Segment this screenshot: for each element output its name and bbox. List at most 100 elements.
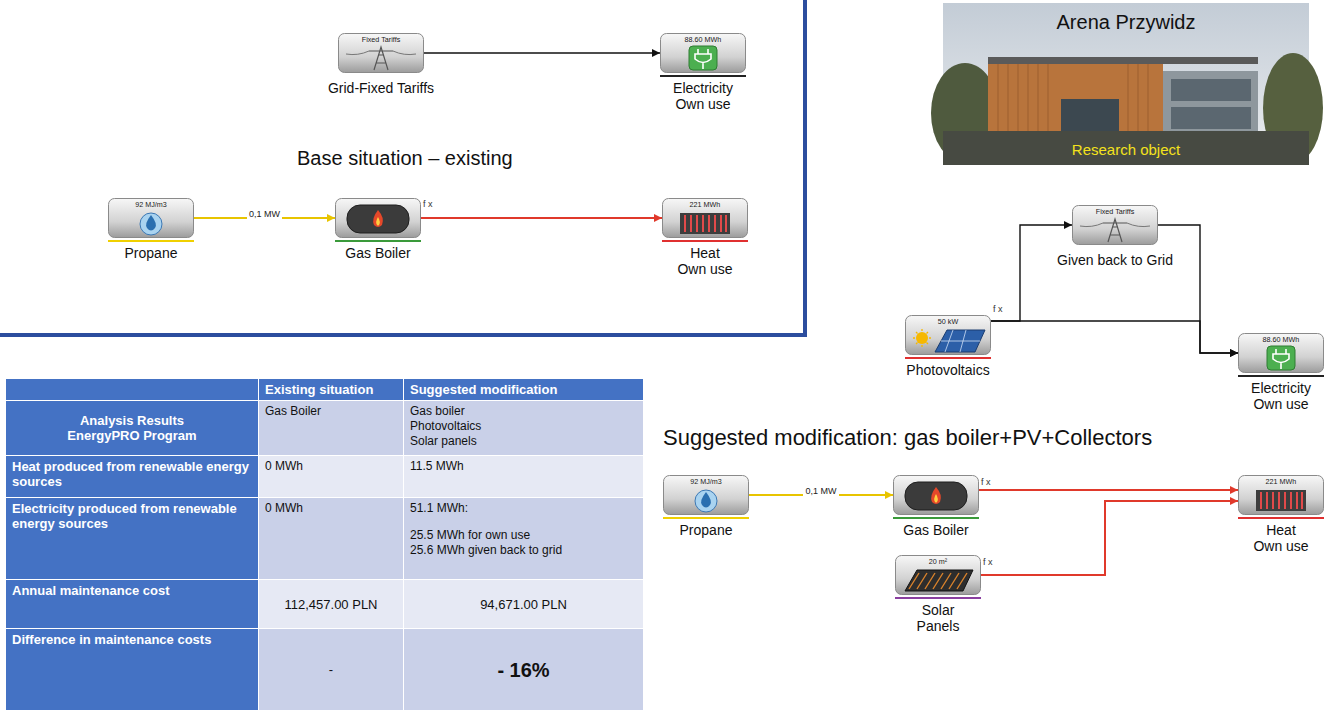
table-cell-text: Electricity produced from renewable ener… [12, 501, 252, 531]
table-cell-text: 0 MWh [265, 501, 397, 516]
connector [424, 52, 660, 53]
icon-value: 221 MWh [662, 198, 748, 210]
node-label: Propane [651, 522, 761, 538]
label-slot: Given back to Grid [1030, 252, 1200, 268]
icon-value: 92 MJ/m3 [108, 198, 194, 210]
label-slot: Solar Panels [912, 602, 964, 634]
table-cell-text: 11.5 MWh [410, 459, 637, 474]
label-slot: Gas Boiler [881, 522, 991, 538]
table-cell-text: 0 MWh [265, 459, 397, 474]
table-row: Existing situation Suggested modification [6, 379, 644, 401]
edge-label-slot: 0,1 MW [781, 480, 861, 498]
label-slot: Propane [651, 522, 761, 538]
row-head-cell: Annual maintenance cost [6, 580, 259, 629]
label-slot: f x [993, 304, 1003, 315]
value-cell: 0 MWh [259, 456, 404, 498]
value-cell: Gas Boiler [259, 401, 404, 456]
grid-icon [1073, 206, 1158, 245]
connector [981, 501, 1238, 575]
icon-box: Fixed TariffsGrid-Fixed Tariffs [338, 33, 424, 73]
label-slot: Heat Own use [1252, 522, 1310, 554]
icon-value: Fixed Tariffs [338, 33, 424, 45]
table-cell-text: - 16% [410, 658, 637, 682]
connector [421, 217, 662, 219]
row-head-cell: Difference in maintenance costs [6, 629, 259, 711]
section-title: Base situation – existing [297, 146, 513, 170]
label-slot: Photovoltaics [888, 362, 1008, 378]
table-cell-text: EnergyPRO Program [12, 428, 252, 443]
table-body: Existing situation Suggested modification… [6, 379, 644, 711]
node-label: Heat Own use [676, 245, 734, 277]
frame-line [803, 0, 807, 337]
pv-icon [905, 316, 991, 360]
label-slot: Base situation – existing [297, 146, 513, 170]
value-cell: - [259, 629, 404, 711]
table-cell-text: Solar panels [410, 434, 637, 449]
icon-value: 20 m² [895, 555, 981, 567]
node-label: Photovoltaics [888, 362, 1008, 378]
connector [1158, 225, 1238, 353]
value-cell: - 16% [404, 629, 644, 711]
electricity-icon [1238, 334, 1324, 378]
header-cell [6, 379, 259, 401]
function-mark: f x [981, 477, 991, 488]
connector [991, 225, 1072, 321]
table-cell-text: 94,671.00 PLN [410, 597, 637, 612]
node-label: Electricity Own use [1242, 380, 1320, 412]
photo-frame: Arena PrzywidzResearch object [943, 3, 1309, 165]
icon-box: 221 MWhHeat Own use [1238, 475, 1324, 515]
icon-value: 88.60 MWh [1238, 333, 1324, 345]
icon-value: 92 MJ/m3 [663, 475, 749, 487]
table-cell-text: Gas boiler [410, 404, 637, 419]
function-mark: f x [993, 304, 1003, 315]
connector [979, 489, 1238, 491]
caption-slot: Research object [943, 141, 1309, 159]
icon-box: 221 MWhHeat Own use [662, 198, 748, 238]
table-cell-text: 25.6 MWh given back to grid [410, 543, 637, 558]
label-slot: f x [423, 199, 433, 210]
icon-box: 88.60 MWhElectricity Own use [1238, 333, 1324, 373]
icon-box: 88.60 MWhElectricity Own use [660, 33, 746, 73]
photo-title: Arena Przywidz [943, 10, 1309, 34]
table-cell-text: Heat produced from renewable energy sour… [12, 459, 252, 489]
value-cell: 112,457.00 PLN [259, 580, 404, 629]
value-cell: Gas boilerPhotovoltaicsSolar panels [404, 401, 644, 456]
photo-caption: Research object [943, 141, 1309, 159]
table-cell-text: 25.5 MWh for own use [410, 528, 637, 543]
node-label: Gas Boiler [323, 245, 433, 261]
icon-box: 20 m²Solar Panels [895, 555, 981, 595]
value-cell: 94,671.00 PLN [404, 580, 644, 629]
heat-icon [1238, 476, 1324, 520]
table-cell-text: Analysis Results [12, 413, 252, 428]
grid-icon [339, 34, 424, 73]
table-cell-text: Suggested modification [410, 382, 637, 397]
icon-value: 221 MWh [1238, 475, 1324, 487]
label-slot: f x [981, 477, 991, 488]
label-slot: Gas Boiler [323, 245, 433, 261]
table-cell-text: Difference in maintenance costs [12, 632, 252, 647]
label-slot: Electricity Own use [664, 80, 742, 112]
icon-box: 50 kWPhotovoltaics [905, 315, 991, 355]
frame-line [0, 333, 807, 337]
function-mark: f x [983, 557, 993, 568]
table-cell-text: Existing situation [265, 382, 397, 397]
table-row: Electricity produced from renewable ener… [6, 498, 644, 580]
edge-label: 0,1 MW [803, 486, 838, 497]
electricity-icon [660, 34, 746, 78]
node-label: Propane [96, 245, 206, 261]
boiler-icon [335, 199, 421, 243]
table-cell-text: Photovoltaics [410, 419, 637, 434]
table-row: Difference in maintenance costs-- 16% [6, 629, 644, 711]
building-photo [931, 3, 1323, 165]
node-label: Heat Own use [1252, 522, 1310, 554]
icon-box: Fixed TariffsGiven back to Grid [1072, 205, 1158, 245]
label-slot: Propane [96, 245, 206, 261]
section-title: Suggested modification: gas boiler+PV+Co… [663, 425, 1152, 451]
heat-icon [662, 199, 748, 243]
connector [991, 321, 1238, 353]
row-head-cell: Heat produced from renewable energy sour… [6, 456, 259, 498]
node-label: Gas Boiler [881, 522, 991, 538]
row-head-cell: Electricity produced from renewable ener… [6, 498, 259, 580]
